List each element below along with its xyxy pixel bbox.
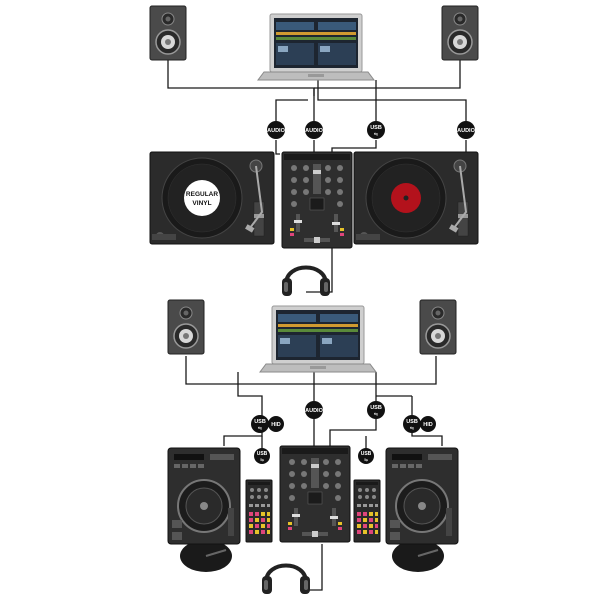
usb-badge: USB ⇋ — [254, 448, 270, 464]
usb-badge: USB ⇋ — [251, 415, 269, 433]
svg-text:HID: HID — [271, 422, 281, 428]
speaker-icon — [167, 299, 205, 355]
usb-badge: USB ⇋ — [403, 415, 421, 433]
svg-text:AUDIO: AUDIO — [305, 128, 323, 134]
usb-icon: ⇋ — [260, 457, 264, 462]
audio-badge: AUDIO — [457, 121, 476, 139]
vinyl-label: VINYL — [192, 200, 211, 207]
controller-icon — [245, 479, 273, 543]
hid-badge: HID — [268, 416, 284, 432]
mixer-icon — [281, 151, 353, 249]
bottom-cables — [185, 356, 443, 591]
turntable-icon: REGULAR VINYL — [149, 151, 275, 245]
speaker-icon — [441, 5, 479, 61]
usb-icon: ⇋ — [410, 426, 414, 432]
svg-text:USB: USB — [361, 451, 372, 457]
usb-badge: USB ⇋ — [367, 121, 385, 139]
laptop-icon — [257, 13, 375, 81]
cd-player-icon — [167, 447, 241, 572]
svg-text:USB: USB — [370, 405, 382, 411]
speaker-icon — [419, 299, 457, 355]
usb-badge: USB ⇋ — [367, 401, 385, 419]
cd-player-icon — [385, 447, 459, 572]
svg-text:AUDIO: AUDIO — [457, 128, 475, 134]
hid-badge: HID — [420, 416, 436, 432]
usb-icon: ⇋ — [364, 457, 368, 462]
usb-badge: USB ⇋ — [358, 448, 374, 464]
bottom-setup: AUDIO USB ⇋ USB ⇋ HID USB ⇋ HID USB ⇋ — [167, 299, 459, 596]
controller-icon — [353, 479, 381, 543]
svg-text:AUDIO: AUDIO — [305, 408, 323, 414]
audio-badge: AUDIO — [267, 121, 286, 139]
svg-text:USB: USB — [370, 125, 382, 131]
usb-icon: ⇋ — [374, 412, 378, 418]
svg-text:USB: USB — [406, 419, 418, 425]
turntable-icon — [353, 151, 479, 245]
mixer-icon — [279, 445, 351, 543]
top-setup: AUDIO AUDIO USB ⇋ AUDIO REGULAR VINYL — [149, 5, 479, 298]
usb-icon: ⇋ — [258, 426, 262, 432]
vinyl-label: REGULAR — [186, 191, 218, 198]
svg-text:HID: HID — [423, 422, 433, 428]
headphones-icon — [260, 563, 312, 596]
svg-text:USB: USB — [254, 419, 266, 425]
svg-text:AUDIO: AUDIO — [267, 128, 285, 134]
top-cables — [167, 60, 467, 293]
usb-icon: ⇋ — [374, 132, 378, 138]
audio-badge: AUDIO — [305, 401, 324, 419]
laptop-icon — [259, 305, 377, 373]
svg-text:USB: USB — [257, 451, 268, 457]
audio-badge: AUDIO — [305, 121, 324, 139]
speaker-icon — [149, 5, 187, 61]
